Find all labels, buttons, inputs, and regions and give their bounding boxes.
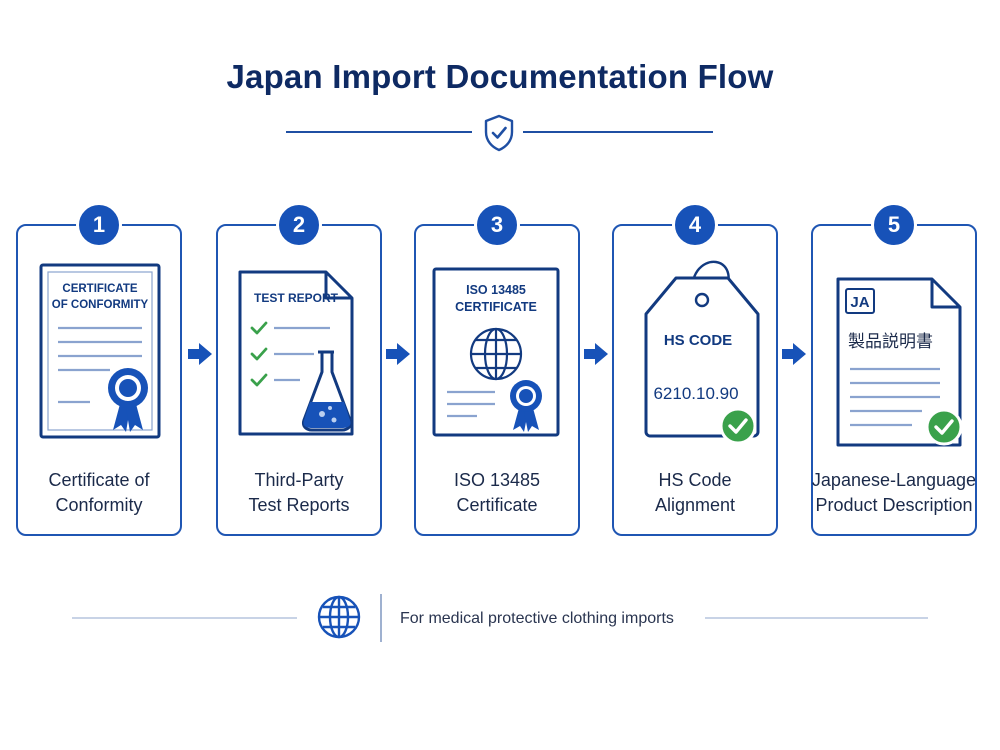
step-label-2: Third-Party Test Reports bbox=[248, 470, 350, 515]
doc-heading-line1: CERTIFICATE bbox=[62, 283, 138, 295]
footer-rule-right bbox=[705, 617, 928, 619]
arrow-right-icon bbox=[584, 343, 608, 365]
footer-rule-left bbox=[72, 617, 297, 619]
hs-code-number: 6210.10.90 bbox=[653, 384, 738, 403]
test-report-icon: TEST REPORT bbox=[238, 270, 354, 436]
language-badge: JA bbox=[850, 294, 869, 311]
ribbon-seal-icon bbox=[108, 368, 148, 432]
diagram-title: Japan Import Documentation Flow bbox=[226, 58, 774, 95]
step-label-5: Japanese-Language Product Description bbox=[811, 470, 977, 515]
title-rule-left bbox=[286, 131, 472, 133]
doc-heading-line2: CERTIFICATE bbox=[455, 300, 537, 314]
title-rule-right bbox=[523, 131, 713, 133]
footer-divider bbox=[380, 594, 382, 642]
arrow-right-icon bbox=[386, 343, 410, 365]
step-number-badge-5: 5 bbox=[871, 202, 917, 248]
arrow-right-icon bbox=[188, 343, 212, 365]
step-label-3: ISO 13485 Certificate bbox=[453, 470, 541, 515]
hs-code-title: HS CODE bbox=[664, 332, 732, 349]
doc-heading: 製品説明書 bbox=[848, 332, 933, 352]
globe-icon bbox=[317, 595, 361, 639]
step-number-badge-2: 2 bbox=[276, 202, 322, 248]
step-label-1: Certificate of Conformity bbox=[48, 470, 150, 515]
tag-icon: HS CODE 6210.10.90 bbox=[644, 260, 760, 445]
iso-certificate-icon: ISO 13485 CERTIFICATE bbox=[432, 267, 560, 437]
doc-heading: TEST REPORT bbox=[254, 291, 339, 305]
doc-heading-line1: ISO 13485 bbox=[466, 283, 526, 297]
doc-heading-line2: OF CONFORMITY bbox=[52, 299, 149, 311]
ribbon-seal-icon bbox=[510, 380, 542, 432]
checkmark-icon bbox=[250, 321, 268, 387]
step-label-4: HS Code Alignment bbox=[654, 470, 736, 515]
step-number-badge-4: 4 bbox=[672, 202, 718, 248]
certificate-of-conformity-icon: CERTIFICATE OF CONFORMITY bbox=[39, 263, 161, 439]
arrow-right-icon bbox=[782, 343, 806, 365]
step-number-badge-1: 1 bbox=[76, 202, 122, 248]
flask-icon bbox=[302, 350, 352, 432]
shield-check-icon bbox=[484, 114, 514, 152]
globe-icon bbox=[469, 327, 523, 381]
footer-note: For medical protective clothing imports bbox=[400, 610, 674, 627]
check-circle-icon bbox=[719, 407, 757, 445]
check-circle-icon bbox=[925, 408, 963, 446]
product-description-icon: JA 製品説明書 bbox=[836, 277, 963, 447]
step-number-badge-3: 3 bbox=[474, 202, 520, 248]
